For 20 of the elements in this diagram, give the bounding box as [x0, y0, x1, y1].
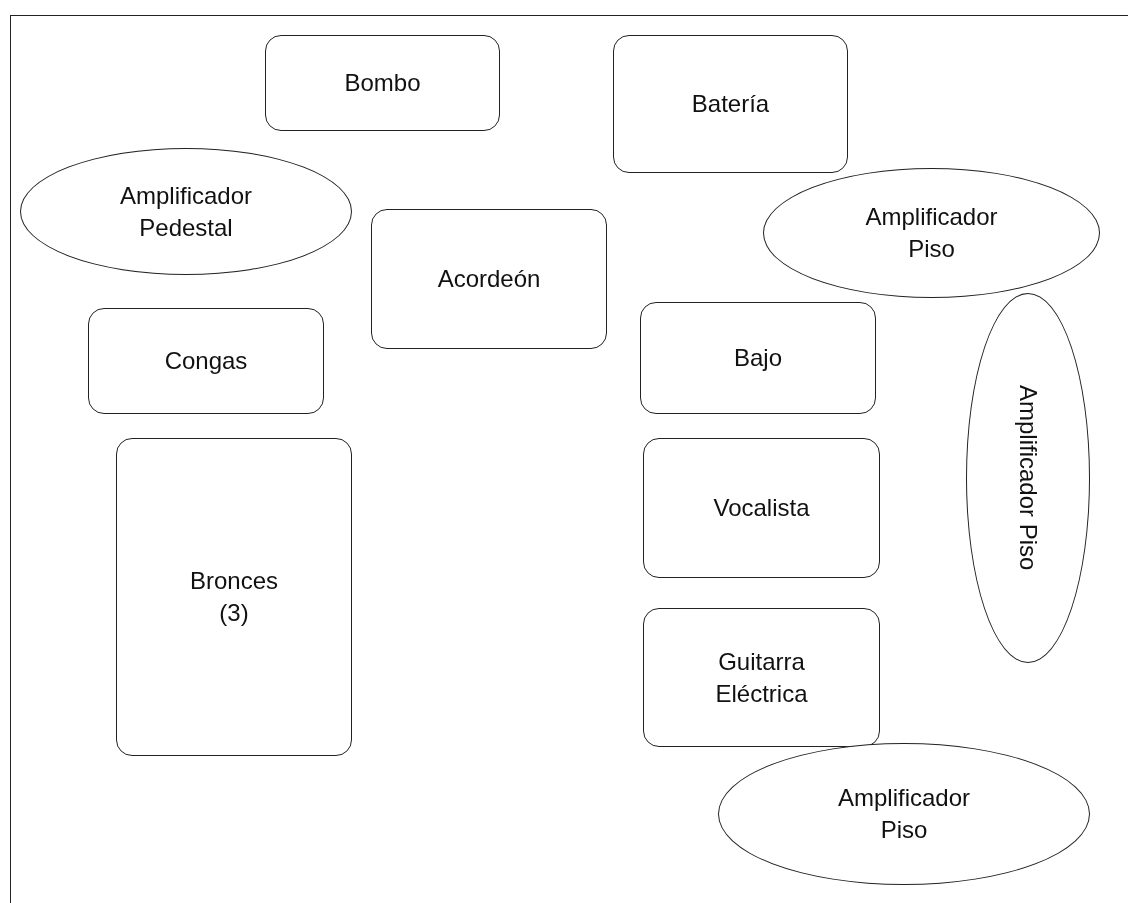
rounded-box	[640, 302, 876, 414]
instrument-label: Guitarra Eléctrica	[714, 646, 809, 709]
instrument-label: Amplificador Piso	[864, 202, 999, 264]
rounded-box	[265, 35, 500, 131]
rounded-box	[116, 438, 352, 756]
rounded-box	[643, 438, 880, 578]
instrument-label: Bajo	[733, 343, 782, 373]
instrument-label: Amplificador Piso	[1014, 385, 1043, 571]
instrument-label: Vocalista	[713, 493, 810, 523]
instrument-label: Congas	[164, 346, 248, 376]
instrument-label: Batería	[691, 89, 770, 119]
rounded-box	[613, 35, 848, 173]
instrument-label: Amplificador Piso	[836, 783, 971, 845]
instrument-label: Amplificador Pedestal	[118, 180, 253, 243]
instrument-label: Acordeón	[437, 264, 541, 294]
rounded-box	[88, 308, 324, 414]
instrument-label: Bombo	[344, 68, 421, 98]
rounded-box	[371, 209, 607, 349]
instrument-label: Bronces (3)	[188, 566, 279, 628]
rounded-box	[643, 608, 880, 747]
